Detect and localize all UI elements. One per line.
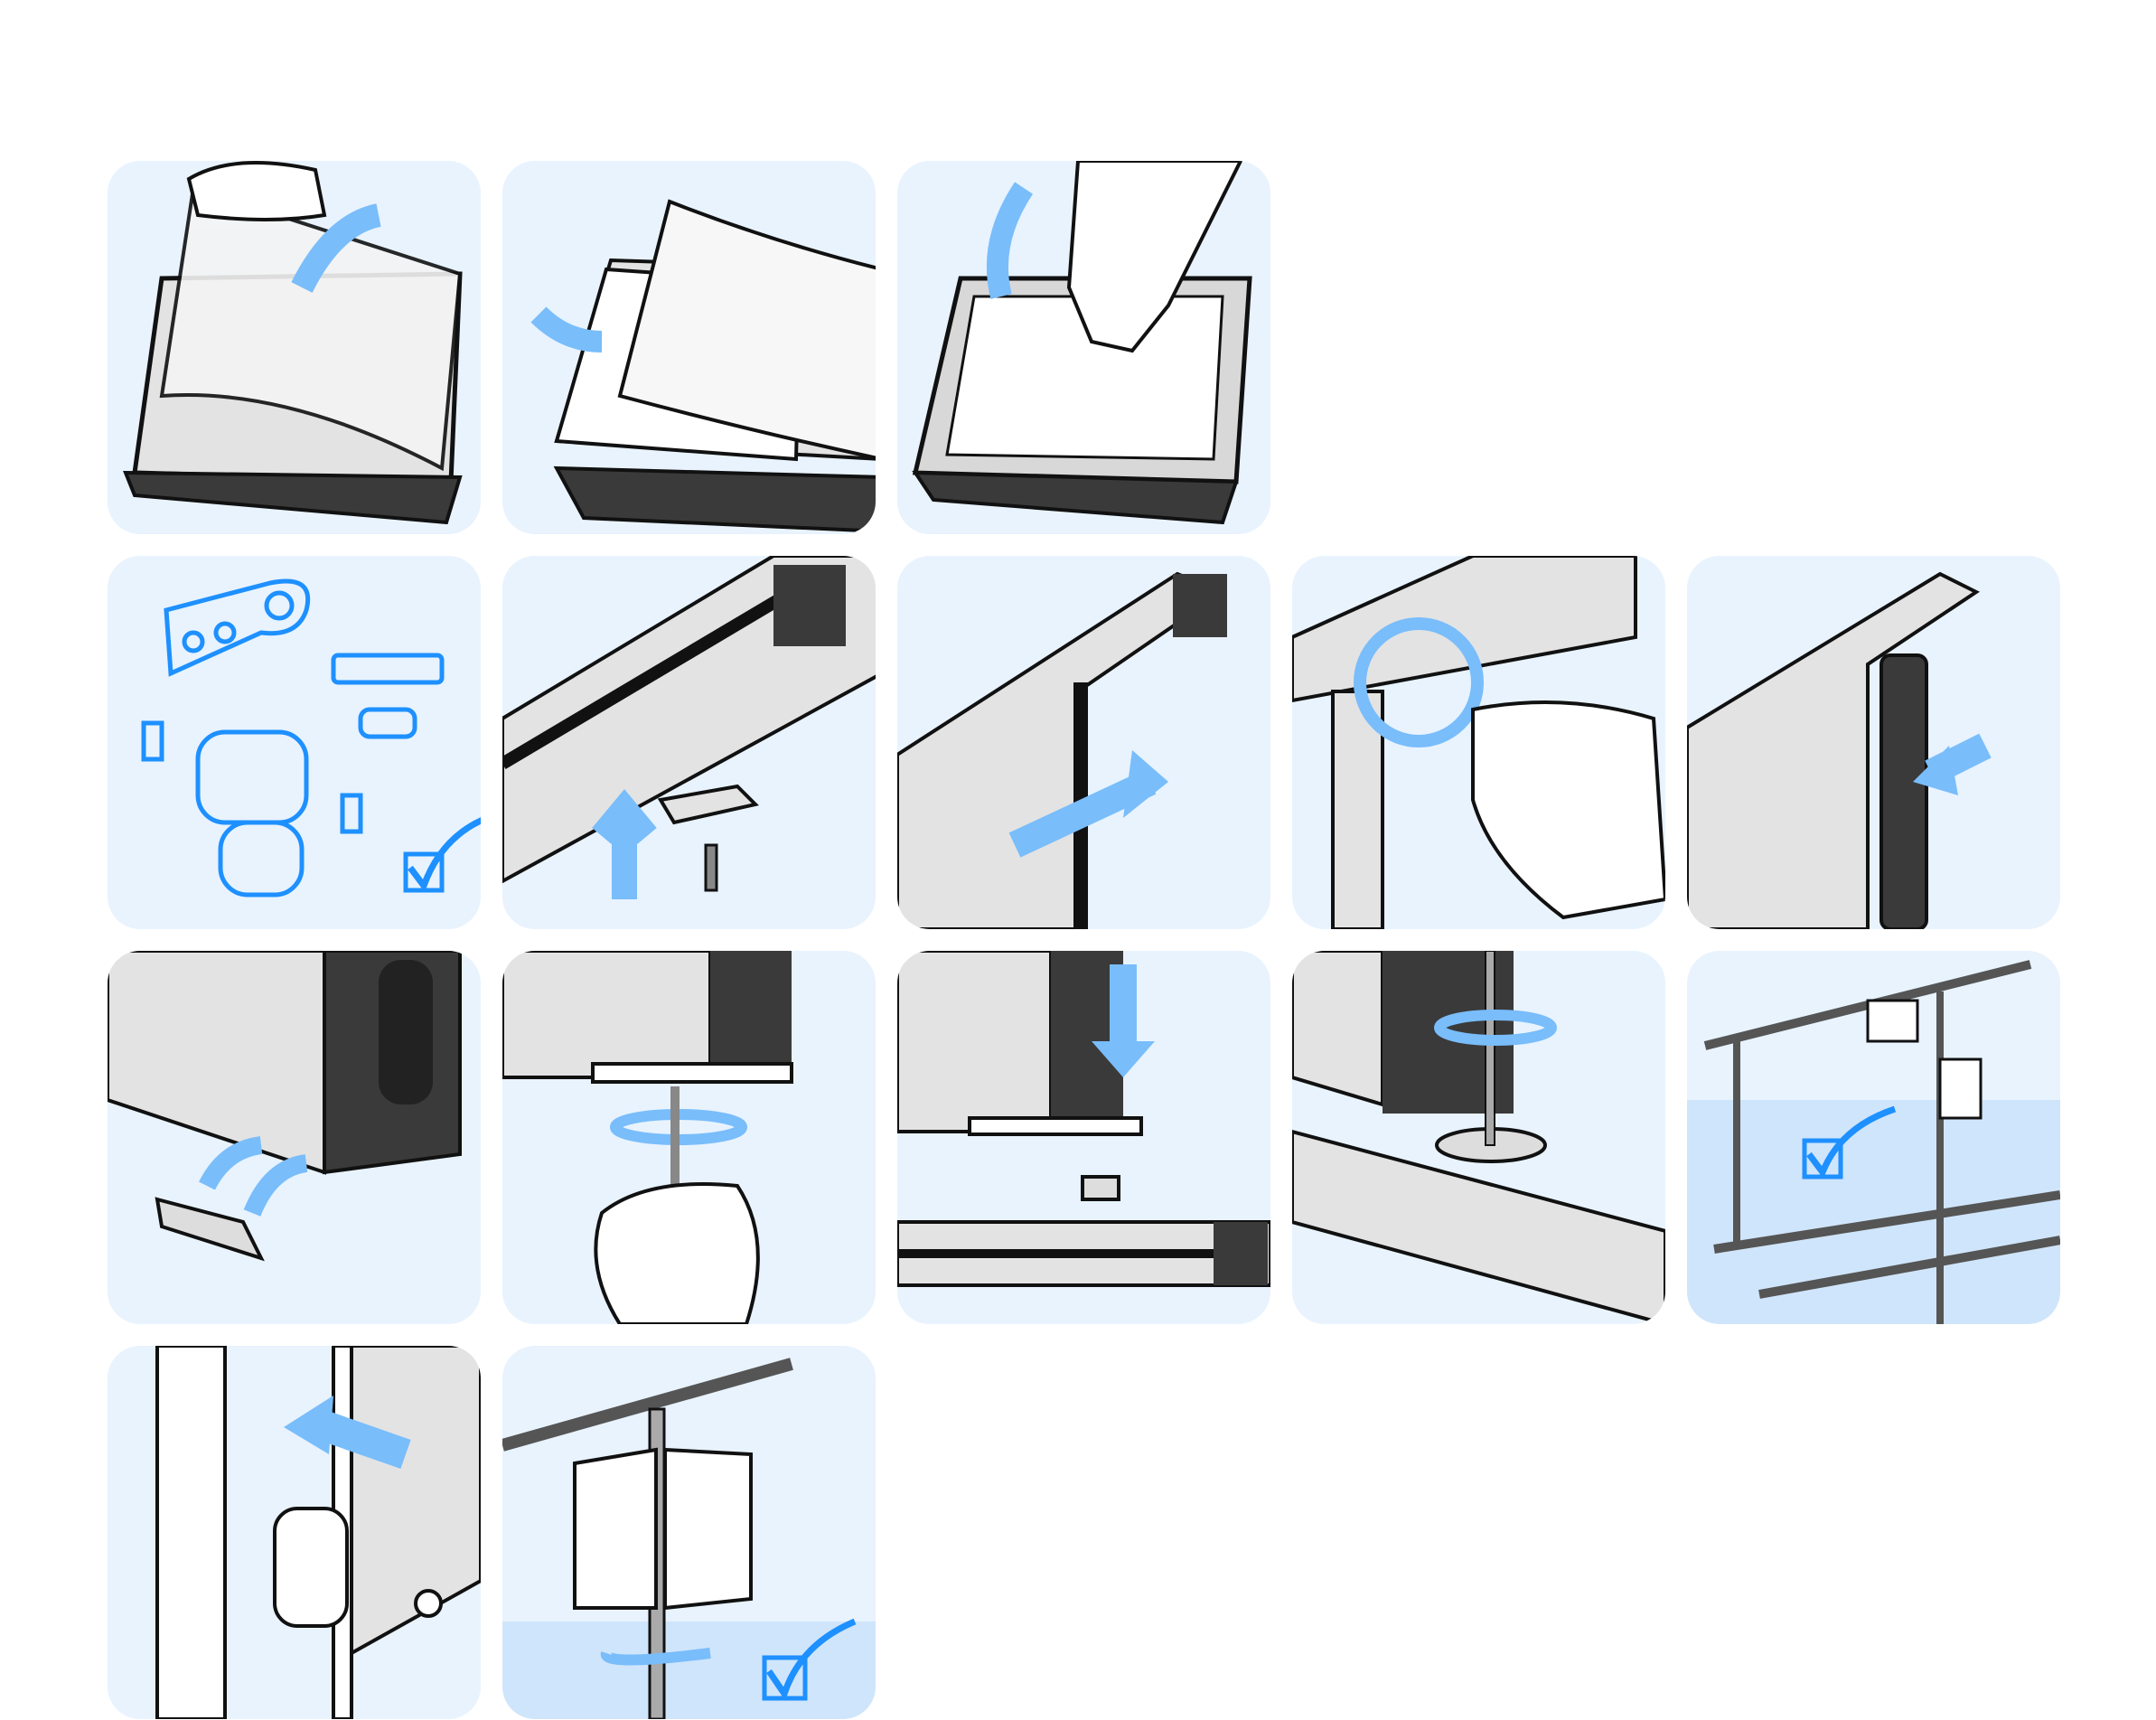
step-screw-foot bbox=[502, 951, 876, 1324]
checkmark-icon bbox=[766, 1618, 857, 1701]
arrow-icon bbox=[199, 1136, 308, 1217]
rotate-arrow-icon bbox=[600, 1648, 711, 1666]
step-frame-assembled-checked bbox=[1687, 951, 2060, 1324]
tnut-icon bbox=[1081, 1175, 1120, 1201]
arrow-icon bbox=[291, 203, 382, 293]
fist-icon bbox=[594, 1182, 760, 1324]
step-tighten-foot-on-rail bbox=[1292, 951, 1665, 1324]
screw-icon bbox=[704, 843, 718, 892]
hand-icon bbox=[1066, 161, 1243, 353]
assembled-frame-illustration bbox=[1687, 960, 2060, 1324]
step-attach-hinge bbox=[108, 1346, 481, 1719]
step-insert-tnuts-bottom bbox=[108, 951, 481, 1324]
rotate-arrow-icon bbox=[1434, 1010, 1557, 1046]
step-hang-panels-checked bbox=[502, 1346, 876, 1719]
arrow-icon bbox=[1092, 1041, 1155, 1077]
bottom-tnuts-illustration bbox=[108, 951, 462, 1262]
step-lower-onto-rail bbox=[897, 951, 1270, 1324]
hex-key-illustration bbox=[1292, 556, 1665, 929]
tnut-icon bbox=[657, 784, 759, 825]
arrow-icon bbox=[986, 182, 1034, 299]
step-insert-tnut-in-rail bbox=[502, 556, 876, 929]
step-press-film-down bbox=[897, 161, 1270, 534]
hand-icon bbox=[1471, 700, 1665, 920]
arrow-icon bbox=[1123, 750, 1168, 818]
arrow-icon bbox=[592, 789, 657, 899]
rail-tnut-illustration bbox=[502, 556, 876, 899]
step-tighten-with-hex-key bbox=[1292, 556, 1665, 929]
arrow-icon bbox=[284, 1396, 333, 1454]
lower-onto-rail-illustration bbox=[897, 951, 1270, 1287]
screw-foot-illustration bbox=[502, 951, 793, 1324]
step-slide-bracket bbox=[897, 556, 1270, 929]
peel-film-illustration bbox=[123, 161, 463, 525]
parts-illustration bbox=[141, 578, 481, 898]
slide-bracket-illustration bbox=[897, 571, 1227, 929]
step-attach-side-plate bbox=[1687, 556, 2060, 929]
rotate-arrow-icon bbox=[1354, 617, 1484, 747]
step-parts-checklist bbox=[108, 556, 481, 929]
tighten-foot-illustration bbox=[1292, 951, 1665, 1324]
checkmark-icon bbox=[408, 817, 481, 893]
arrow-icon bbox=[530, 306, 603, 352]
arrow-icon bbox=[1913, 746, 1958, 795]
step-insert-paper bbox=[502, 161, 876, 534]
hinge-icon bbox=[273, 1507, 349, 1628]
step-peel-cover-film bbox=[108, 161, 481, 534]
attach-hinge-illustration bbox=[155, 1346, 481, 1719]
checkmark-icon bbox=[1806, 1105, 1897, 1180]
tnut-icon bbox=[155, 1197, 265, 1262]
side-plate-illustration bbox=[1687, 571, 1992, 929]
hand-icon bbox=[186, 161, 327, 221]
hang-panels-illustration bbox=[502, 1358, 876, 1719]
press-film-illustration bbox=[912, 161, 1252, 525]
insert-paper-illustration bbox=[530, 199, 876, 533]
